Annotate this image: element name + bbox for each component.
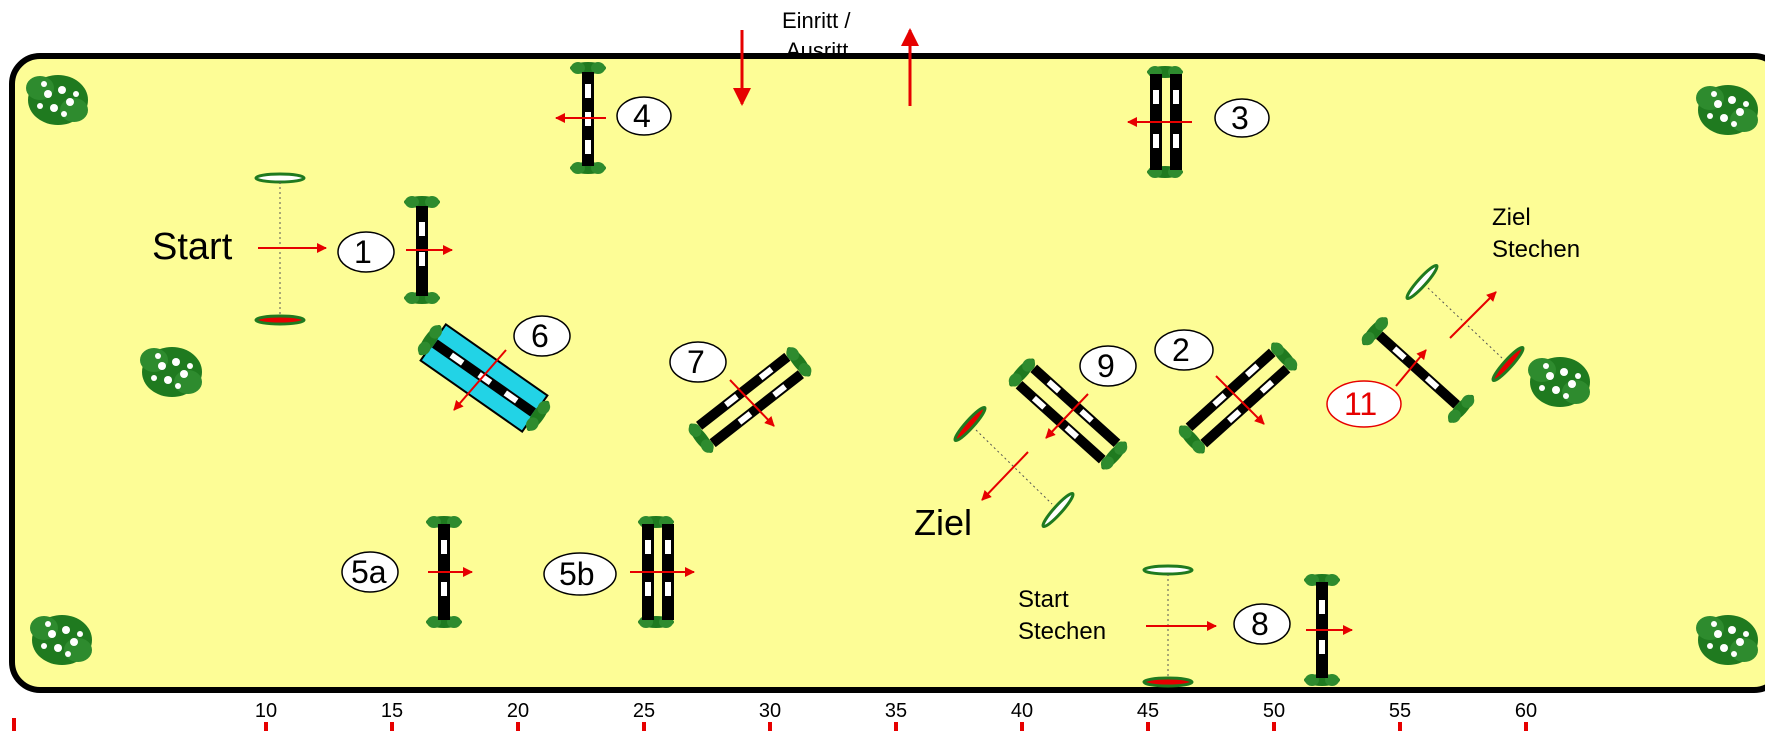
- scale-tick-label: 45: [1136, 700, 1160, 722]
- jumpoff-finish-label: Ziel: [1492, 204, 1531, 231]
- obstacle-number-1: 1: [354, 234, 372, 270]
- jumpoff-start-line: [1142, 564, 1217, 688]
- number-ovals: [337, 96, 1402, 645]
- direction-arrow-icon: [1395, 349, 1427, 387]
- obstacle-3: [1127, 66, 1192, 178]
- scale-tick-label: 20: [506, 700, 530, 722]
- finish-label: Ziel: [914, 502, 973, 543]
- scale-tick-label: 35: [884, 700, 908, 722]
- scale-ticks: [12, 718, 1528, 731]
- scale-tick-label: 55: [1388, 700, 1412, 722]
- scale-tick-label: 25: [632, 700, 656, 722]
- obstacle-number-2: 2: [1172, 332, 1190, 368]
- obstacle-number-8: 8: [1251, 606, 1269, 642]
- direction-arrow-icon: [1045, 393, 1089, 439]
- obstacle-5b: [630, 516, 695, 628]
- scale-tick-label: 50: [1262, 700, 1286, 722]
- jumpoff-start-label: Start: [1018, 586, 1069, 613]
- entrance-label-line2: Ausritt: [786, 38, 849, 62]
- start-line: [254, 172, 327, 326]
- obstacle-number-4: 4: [633, 98, 651, 134]
- obstacle-number-3: 3: [1231, 100, 1249, 136]
- direction-arrow-icon: [729, 379, 775, 427]
- scale-tick-label: 10: [254, 700, 278, 722]
- obstacle-number-5b: 5b: [559, 556, 595, 592]
- scale-tick-label: 40: [1010, 700, 1034, 722]
- direction-arrow-icon: [453, 349, 507, 411]
- start-label: Start: [152, 226, 233, 268]
- obstacle-4: [555, 62, 606, 174]
- entrance-label: Einritt /: [782, 8, 851, 33]
- jumpoff-start-label-2: Stechen: [1018, 618, 1107, 645]
- obstacle-number-11: 11: [1344, 386, 1378, 422]
- obstacle-8: [1304, 574, 1353, 686]
- scale-tick-label: 30: [758, 700, 782, 722]
- arena: [9, 53, 1765, 693]
- obstacle-number-5a: 5a: [351, 554, 387, 590]
- obstacle-5a: [426, 516, 473, 628]
- obstacle-11: [1358, 313, 1478, 427]
- obstacle-6: [414, 321, 554, 435]
- jumpoff-finish-line: [1405, 263, 1525, 383]
- scale-tick-label: 60: [1514, 700, 1538, 722]
- obstacle-number-9: 9: [1097, 348, 1115, 384]
- scale-tick-label: 15: [380, 700, 404, 722]
- obstacle-number-7: 7: [687, 344, 705, 380]
- obstacle-number-6: 6: [531, 318, 549, 354]
- obstacle-1: [404, 196, 453, 304]
- finish-line: [953, 405, 1075, 529]
- direction-arrow-icon: [1215, 375, 1265, 425]
- jumpoff-finish-label-2: Stechen: [1492, 236, 1581, 263]
